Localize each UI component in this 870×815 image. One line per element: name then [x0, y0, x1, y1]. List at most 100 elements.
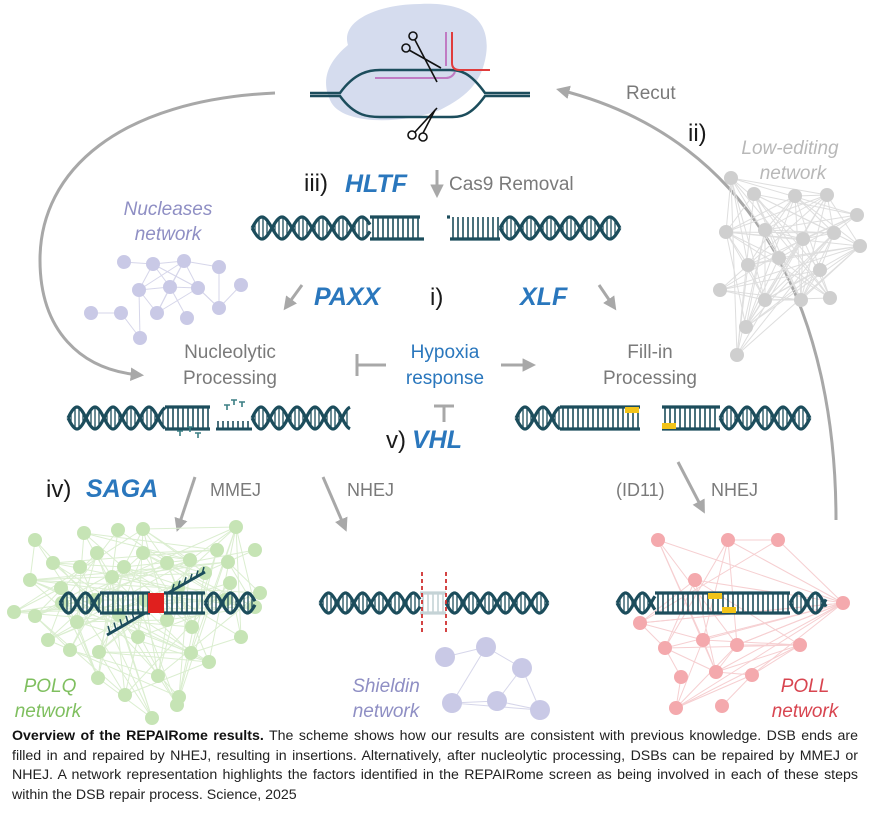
- network-node: [719, 225, 733, 239]
- network-node: [758, 293, 772, 307]
- network-edge: [727, 539, 844, 604]
- network-node: [827, 226, 841, 240]
- network-edge: [747, 194, 828, 266]
- network-edge: [725, 177, 732, 233]
- network-edge: [142, 526, 237, 530]
- dna-resected-ends: [66, 399, 351, 438]
- network-node: [435, 647, 455, 667]
- fill-in-nucleotides: [625, 407, 639, 413]
- network-node: [46, 556, 60, 570]
- shieldin-network-label-2: network: [353, 701, 421, 722]
- network-edge: [745, 194, 828, 328]
- dna-broken-end-left: [250, 215, 424, 241]
- network-node: [850, 208, 864, 222]
- network-edge: [675, 674, 753, 709]
- network-node: [853, 239, 867, 253]
- network-node: [724, 171, 738, 185]
- network-edge: [725, 194, 828, 233]
- network-node: [73, 560, 87, 574]
- vhl-inhibit-symbol: [434, 404, 454, 422]
- dna-broken-end-right: [447, 215, 622, 241]
- network-node: [248, 543, 262, 557]
- network-edge: [719, 238, 804, 291]
- dna-filled-in-ends: [514, 405, 812, 431]
- network-node: [221, 555, 235, 569]
- network-node: [163, 280, 177, 294]
- caption-body: The scheme shows how our results are con…: [12, 728, 858, 803]
- network-node: [132, 283, 146, 297]
- dna-strand: [498, 215, 622, 241]
- network-edge: [124, 636, 139, 696]
- dna-strand: [203, 591, 257, 615]
- network-node: [820, 188, 834, 202]
- network-node: [674, 670, 688, 684]
- base: [131, 612, 135, 620]
- step-i-label: i): [430, 284, 443, 311]
- network-node: [177, 254, 191, 268]
- network-edge: [142, 552, 193, 628]
- network-node: [136, 546, 150, 560]
- polq-network-label-1: POLQ: [24, 676, 77, 697]
- step-iii-label: iii): [304, 170, 328, 197]
- insertion-nucleotides: [722, 607, 736, 613]
- low-editing-network-label-2: network: [760, 163, 828, 184]
- network-node: [117, 560, 131, 574]
- step-iv-label: iv): [46, 476, 71, 503]
- network-edge: [715, 644, 801, 673]
- network-edge: [142, 528, 206, 574]
- network-edge: [13, 587, 62, 613]
- network-node: [669, 701, 683, 715]
- nucleolytic-processing-label-1: Nucleolytic: [184, 342, 276, 363]
- network-edge: [79, 566, 153, 719]
- base: [125, 615, 129, 624]
- network-edge: [639, 622, 704, 641]
- network-node: [118, 688, 132, 702]
- network-node: [476, 637, 496, 657]
- poll-network-label-2: network: [772, 701, 840, 722]
- gene-vhl: VHL: [412, 426, 462, 454]
- network-node: [117, 255, 131, 269]
- network-edge: [61, 602, 99, 679]
- network-node: [772, 251, 786, 265]
- network-edge: [123, 559, 191, 568]
- network-node: [741, 258, 755, 272]
- network-edge: [157, 592, 261, 677]
- network-node: [28, 533, 42, 547]
- network-edge: [451, 646, 487, 704]
- network-edge: [800, 238, 804, 301]
- network-node: [7, 605, 21, 619]
- network-edge: [76, 621, 99, 679]
- network-edge: [702, 539, 729, 641]
- network-edge: [725, 231, 780, 259]
- network-node: [730, 638, 744, 652]
- network-edge: [764, 195, 796, 231]
- network-edge: [98, 651, 210, 663]
- free-nucleotide: [195, 432, 201, 438]
- network-edge: [47, 599, 146, 641]
- nucleases-network-label-2: network: [135, 224, 203, 245]
- network-node: [160, 613, 174, 627]
- network-edge: [753, 193, 802, 301]
- dna-strand: [66, 405, 166, 431]
- nhej-right-arrow: [676, 461, 705, 514]
- insertion-nucleotides: [708, 593, 722, 599]
- xlf-arrow: [597, 284, 617, 311]
- network-edge: [29, 579, 261, 594]
- network-edge: [657, 539, 717, 673]
- network-edge: [13, 599, 226, 613]
- network-edge: [235, 526, 242, 638]
- gene-xlf: XLF: [518, 283, 568, 311]
- network-node: [160, 556, 174, 570]
- network-edge: [725, 231, 831, 299]
- network-edge: [719, 269, 821, 291]
- dna-strand: [66, 405, 166, 431]
- caption-title: Overview of the REPAIRome results.: [12, 728, 264, 744]
- network-node: [793, 638, 807, 652]
- hypoxia-response-label-2: response: [406, 368, 484, 389]
- network-edge: [725, 193, 755, 233]
- network-edge: [675, 644, 738, 709]
- network-node: [77, 526, 91, 540]
- dna-flap: [106, 611, 146, 637]
- network-edge: [753, 193, 861, 247]
- network-edge: [764, 229, 835, 234]
